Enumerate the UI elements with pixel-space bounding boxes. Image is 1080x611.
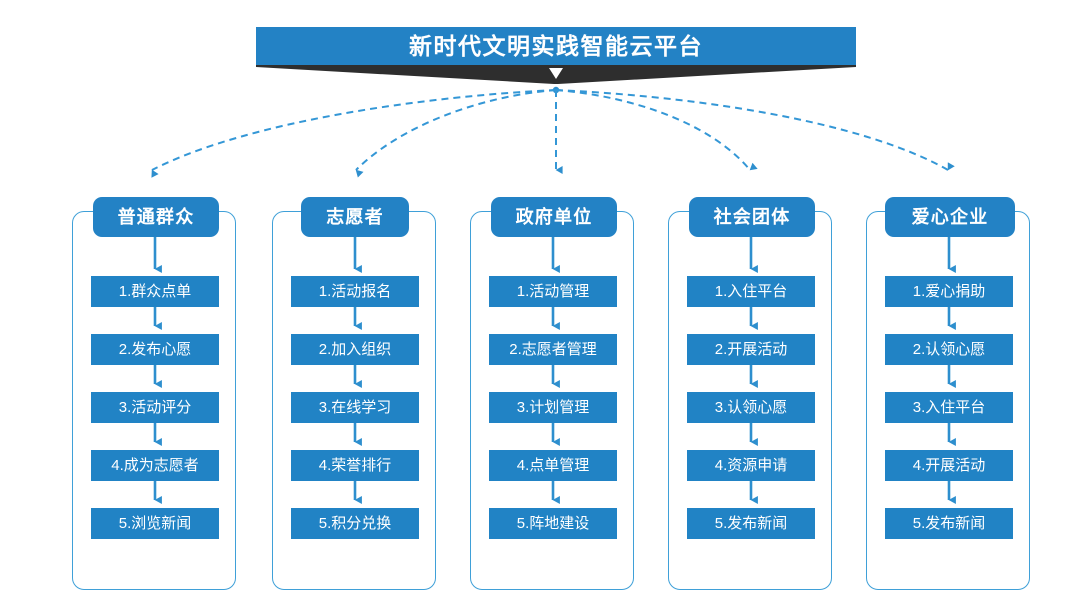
step-item-5[interactable]: 5.浏览新闻 [91,508,219,539]
column-government-unit: 政府单位 1.活动管理 2.志愿者管理 3.计划管理 4.点单管理 5.阵地建设… [470,197,634,590]
column-1-step-arrows [153,237,162,504]
connector-to-column-1 [151,89,557,178]
column-volunteer: 志愿者 1.活动报名 2.加入组织 3.在线学习 4.荣誉排行 5.积分兑换 •… [272,197,436,590]
step-item-label: 5.浏览新闻 [118,515,192,532]
step-item-label: 4.荣誉排行 [318,457,392,474]
step-item-3[interactable]: 3.计划管理 [489,392,617,423]
step-item-4[interactable]: 4.资源申请 [687,450,815,481]
step-item-1[interactable]: 1.群众点单 [91,276,219,307]
step-item-label: 4.资源申请 [714,457,788,474]
step-item-3[interactable]: 3.活动评分 [91,392,219,423]
step-item-label: 5.发布新闻 [714,515,788,532]
step-item-1[interactable]: 1.爱心捐助 [885,276,1013,307]
step-item-2[interactable]: 2.认领心愿 [885,334,1013,365]
step-item-2[interactable]: 2.开展活动 [687,334,815,365]
column-header-ordinary-public[interactable]: 普通群众 [93,197,219,237]
step-item-label: 3.活动评分 [118,399,192,416]
column-header-label: 政府单位 [515,207,593,227]
step-item-label: 2.认领心愿 [912,341,986,358]
step-item-label: 4.成为志愿者 [111,457,199,474]
step-item-label: 1.爱心捐助 [912,283,986,300]
step-item-2[interactable]: 2.发布心愿 [91,334,219,365]
column-header-label: 社会团体 [713,207,791,227]
step-item-5[interactable]: 5.发布新闻 [885,508,1013,539]
step-item-label: 2.开展活动 [714,341,788,358]
column-social-group: 社会团体 1.入住平台 2.开展活动 3.认领心愿 4.资源申请 5.发布新闻 … [668,197,832,590]
step-item-3[interactable]: 3.在线学习 [291,392,419,423]
step-item-label: 2.志愿者管理 [509,341,597,358]
step-item-3[interactable]: 3.认领心愿 [687,392,815,423]
step-item-label: 3.计划管理 [516,399,590,416]
column-header-social-group[interactable]: 社会团体 [689,197,815,237]
step-item-label: 5.阵地建设 [516,515,590,532]
step-item-4[interactable]: 4.开展活动 [885,450,1013,481]
column-header-label: 普通群众 [117,207,195,227]
step-item-1[interactable]: 1.入住平台 [687,276,815,307]
column-header-charity-enterprise[interactable]: 爱心企业 [885,197,1015,237]
connector-to-column-5 [555,89,955,171]
connector-to-column-2 [355,89,557,178]
step-item-label: 1.入住平台 [714,283,788,300]
column-header-label: 爱心企业 [911,207,989,227]
step-item-5[interactable]: 5.发布新闻 [687,508,815,539]
platform-title-banner: 新时代文明实践智能云平台 [256,27,856,65]
column-charity-enterprise: 爱心企业 1.爱心捐助 2.认领心愿 3.入住平台 4.开展活动 5.发布新闻 … [866,197,1030,590]
step-item-2[interactable]: 2.加入组织 [291,334,419,365]
column-header-label: 志愿者 [326,207,384,227]
step-item-label: 3.在线学习 [318,399,392,416]
column-3-step-arrows [551,237,560,504]
step-item-label: 5.发布新闻 [912,515,986,532]
column-header-government-unit[interactable]: 政府单位 [491,197,617,237]
step-item-label: 1.活动报名 [318,283,392,300]
step-item-3[interactable]: 3.入住平台 [885,392,1013,423]
step-item-label: 2.加入组织 [318,341,392,358]
step-item-label: 4.开展活动 [912,457,986,474]
step-item-label: 2.发布心愿 [118,341,192,358]
step-item-label: 1.群众点单 [118,283,192,300]
step-item-label: 3.入住平台 [912,399,986,416]
step-item-1[interactable]: 1.活动报名 [291,276,419,307]
step-item-label: 4.点单管理 [516,457,590,474]
column-header-volunteer[interactable]: 志愿者 [301,197,409,237]
step-item-4[interactable]: 4.成为志愿者 [91,450,219,481]
hub-origin-dot [552,86,560,94]
step-item-5[interactable]: 5.阵地建设 [489,508,617,539]
column-4-step-arrows [749,237,758,504]
page-title: 新时代文明实践智能云平台 [409,32,703,59]
step-item-label: 1.活动管理 [516,283,590,300]
step-item-4[interactable]: 4.点单管理 [489,450,617,481]
connector-to-column-4 [555,89,758,171]
step-item-4[interactable]: 4.荣誉排行 [291,450,419,481]
step-item-1[interactable]: 1.活动管理 [489,276,617,307]
step-item-label: 3.认领心愿 [714,399,788,416]
column-5-step-arrows [947,237,956,504]
column-2-step-arrows [353,237,362,504]
column-ordinary-public: 普通群众 1.群众点单 2.发布心愿 3.活动评分 4.成为志愿者 5.浏览新闻… [72,197,236,590]
ribbon-down-triangle-icon [549,68,563,79]
step-item-2[interactable]: 2.志愿者管理 [489,334,617,365]
step-item-label: 5.积分兑换 [318,515,392,532]
step-item-5[interactable]: 5.积分兑换 [291,508,419,539]
